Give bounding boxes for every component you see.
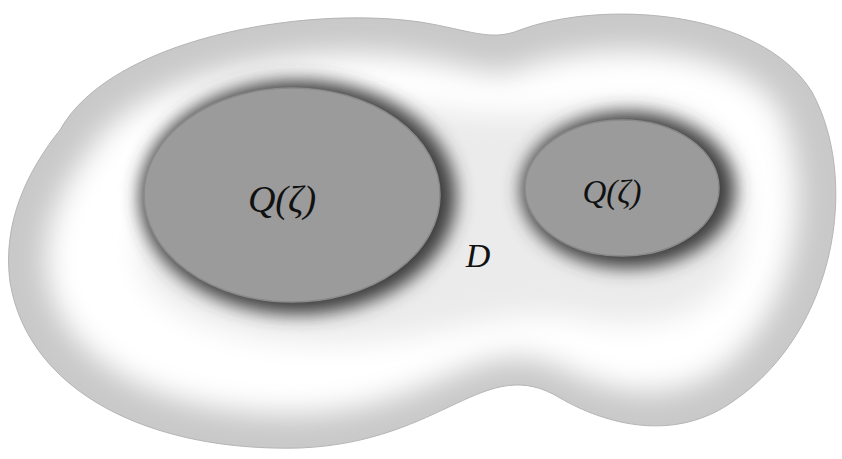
hole-region: Q(ζ) [144, 88, 440, 302]
hole-region: Q(ζ) [525, 120, 719, 256]
region-label: D [466, 239, 491, 273]
outer-shadow [9, 14, 836, 448]
hole-label: Q(ζ) [248, 180, 316, 218]
hole-label: Q(ζ) [582, 176, 641, 209]
